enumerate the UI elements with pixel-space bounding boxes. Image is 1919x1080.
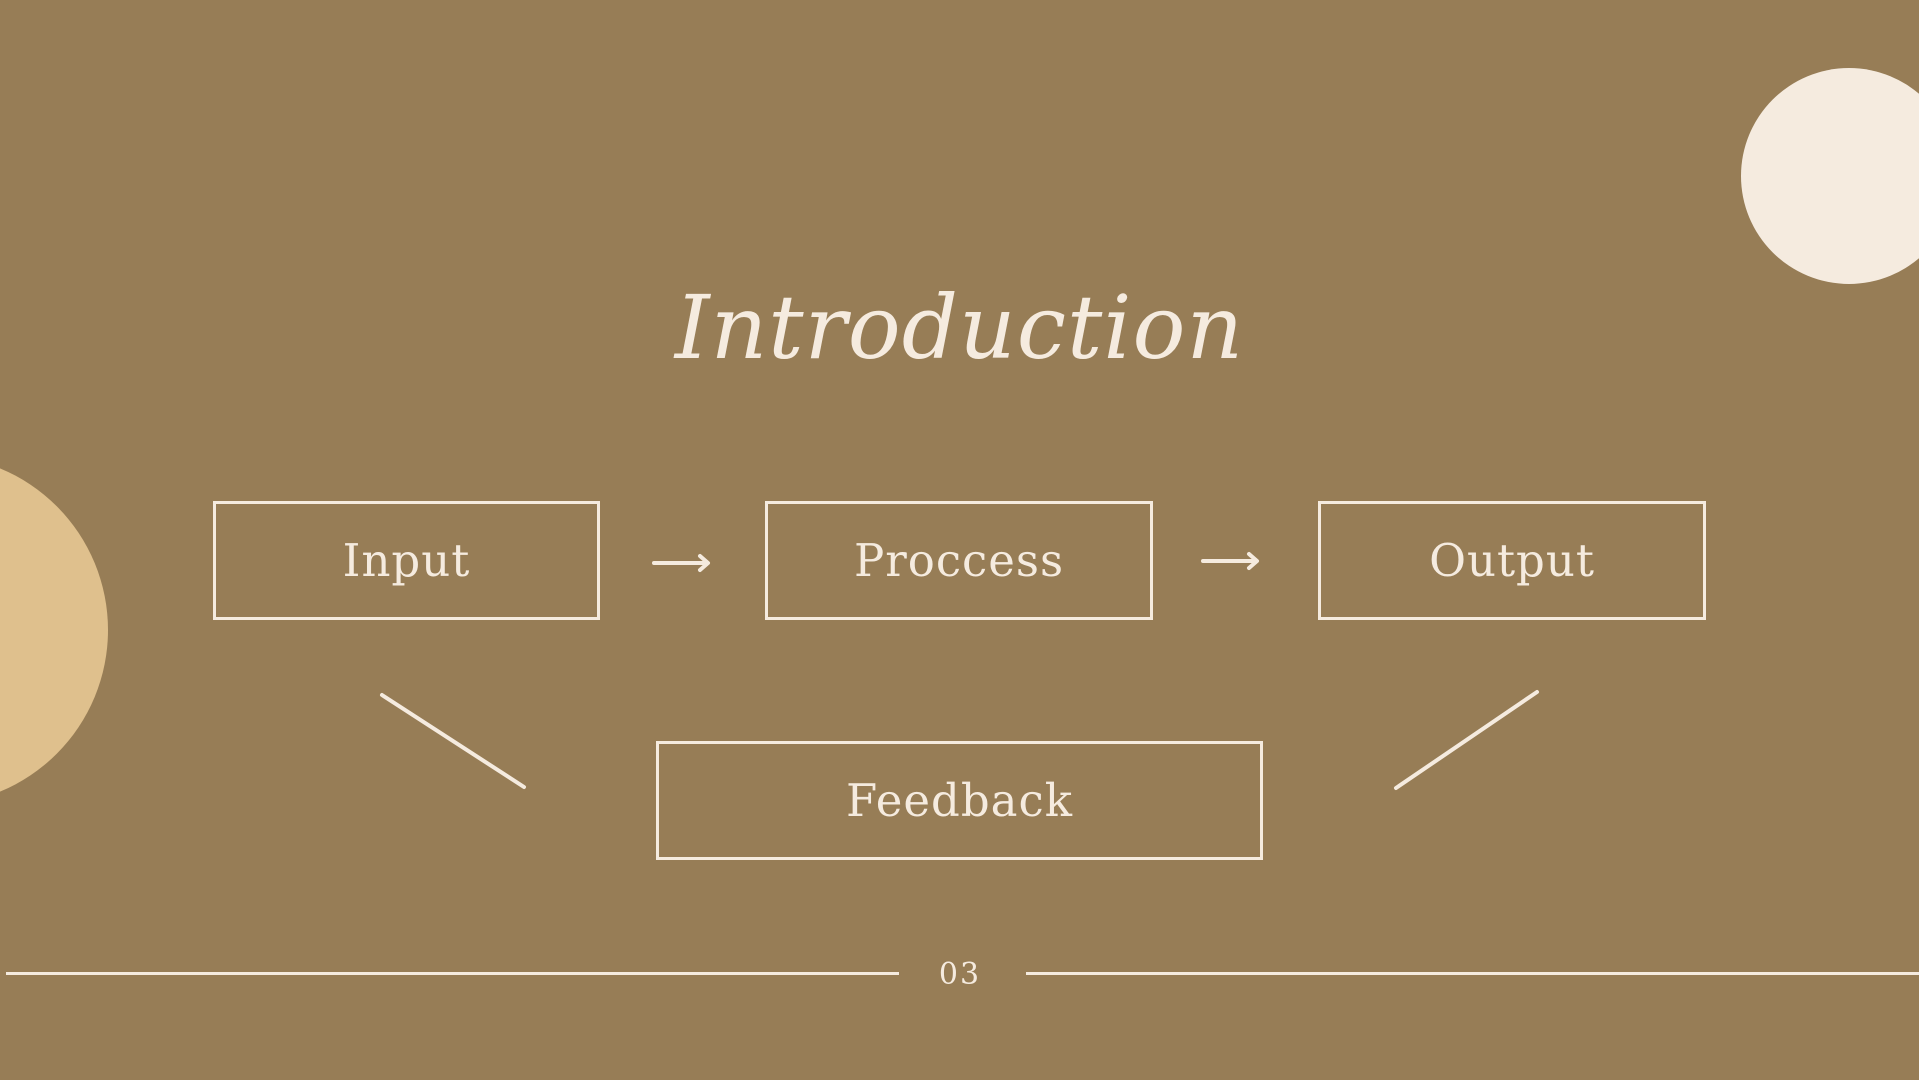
decorative-circle-top-right xyxy=(1741,68,1919,284)
page-number: 03 xyxy=(938,957,982,992)
footer-divider-right xyxy=(1026,972,1919,975)
arrow-input-to-process-head xyxy=(698,554,710,572)
node-input-label: Input xyxy=(342,534,471,587)
node-process-label: Proccess xyxy=(853,534,1065,587)
footer-divider-left xyxy=(6,972,899,975)
arrow-process-to-output-head xyxy=(1247,552,1259,570)
node-feedback: Feedback xyxy=(656,741,1263,860)
connector-output-to-feedback xyxy=(1394,690,1539,790)
node-feedback-label: Feedback xyxy=(846,774,1073,827)
slide-title: Introduction xyxy=(674,276,1245,379)
node-input: Input xyxy=(213,501,600,620)
node-output: Output xyxy=(1318,501,1706,620)
connector-input-to-feedback xyxy=(380,693,526,789)
node-process: Proccess xyxy=(765,501,1153,620)
node-output-label: Output xyxy=(1429,534,1595,587)
